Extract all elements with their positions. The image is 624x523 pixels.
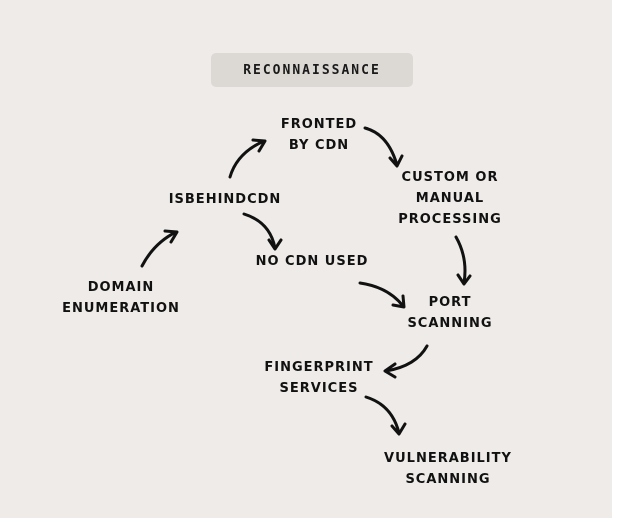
arrow-custom-to-port bbox=[454, 235, 472, 286]
node-line: SCANNING bbox=[407, 316, 493, 331]
arrow-fronted-to-custom bbox=[363, 126, 404, 168]
arrows-layer bbox=[140, 126, 472, 436]
node-isbehindcdn: ISBEHINDCDN bbox=[166, 189, 284, 210]
diagram-title: RECONNAISSANCE bbox=[243, 62, 381, 78]
node-line: CUSTOM OR bbox=[401, 170, 499, 185]
node-line: ISBEHINDCDN bbox=[168, 192, 282, 207]
title-pill: RECONNAISSANCE bbox=[211, 53, 413, 87]
node-line: VULNERABILITY bbox=[384, 451, 512, 466]
node-vulnerability-scanning: VULNERABILITY SCANNING bbox=[380, 448, 516, 490]
node-line: PORT bbox=[428, 295, 472, 310]
node-custom-processing: CUSTOM OR MANUAL PROCESSING bbox=[392, 167, 508, 230]
node-fingerprint-services: FINGERPRINT SERVICES bbox=[260, 357, 378, 399]
node-line: SCANNING bbox=[405, 472, 491, 487]
node-line: ENUMERATION bbox=[62, 301, 180, 316]
arrow-fingerprint-to-vuln bbox=[364, 395, 407, 436]
arrow-isbehindcdn-to-fronted bbox=[228, 138, 267, 179]
arrow-port-to-fingerprint bbox=[383, 344, 429, 379]
node-port-scanning: PORT SCANNING bbox=[400, 292, 500, 334]
node-line: PROCESSING bbox=[398, 212, 502, 227]
node-line: MANUAL bbox=[415, 191, 485, 206]
diagram-canvas: RECONNAISSANCE FRONTED BY CDN CUSTOM OR … bbox=[0, 0, 612, 518]
arrow-domain-to-isbehindcdn bbox=[140, 229, 179, 268]
node-no-cdn-used: NO CDN USED bbox=[253, 251, 371, 272]
node-line: FINGERPRINT bbox=[264, 360, 374, 375]
node-fronted-by-cdn: FRONTED BY CDN bbox=[270, 114, 368, 156]
node-line: SERVICES bbox=[279, 381, 359, 396]
node-domain-enumeration: DOMAIN ENUMERATION bbox=[60, 277, 182, 319]
node-line: DOMAIN bbox=[87, 280, 155, 295]
node-line: BY CDN bbox=[288, 138, 350, 153]
node-line: FRONTED bbox=[280, 117, 358, 132]
arrow-isbehindcdn-to-nocdn bbox=[242, 212, 283, 251]
node-line: NO CDN USED bbox=[255, 254, 369, 269]
arrow-nocdn-to-port bbox=[358, 281, 406, 309]
